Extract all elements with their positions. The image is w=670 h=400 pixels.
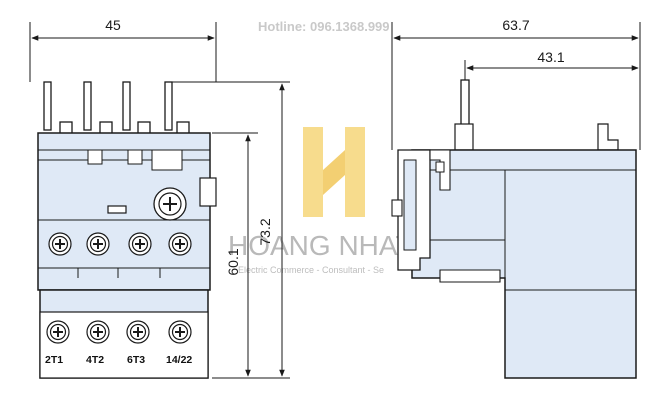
- dimension-height-total-label: 73.2: [257, 218, 273, 245]
- side-body: [411, 149, 637, 379]
- terminal-label: 14/22: [166, 354, 192, 366]
- adjustment-dial: [153, 187, 187, 221]
- front-top-pins: [43, 81, 190, 137]
- side-view: [391, 79, 637, 379]
- watermark: Hotline: 096.1368.999 HOANG NHAT Electri…: [228, 19, 413, 275]
- front-view: 2T1 4T2 6T3 14/22: [37, 81, 217, 379]
- watermark-tagline: Electric Commerce - Consultant - Se: [238, 265, 384, 275]
- terminal-label: 2T1: [45, 354, 63, 366]
- dimension-height-total: [172, 81, 290, 379]
- watermark-brand: HOANG NHAT: [228, 230, 413, 261]
- dimension-height-body-label: 60.1: [225, 248, 241, 275]
- terminal-labels: 2T1 4T2 6T3 14/22: [45, 354, 192, 366]
- trip-indicator: [107, 205, 127, 214]
- dimension-width: [29, 22, 217, 82]
- terminal-label: 4T2: [86, 354, 104, 366]
- dimension-height-body: [212, 132, 258, 377]
- terminal-label: 6T3: [127, 354, 145, 366]
- front-side-tab: [199, 177, 217, 207]
- dimension-depth-total: [391, 22, 641, 150]
- watermark-hotline: Hotline: 096.1368.999: [258, 19, 390, 34]
- watermark-logo: [303, 127, 365, 217]
- dimension-depth-partial-label: 43.1: [537, 49, 564, 65]
- dimension-depth-total-label: 63.7: [502, 17, 529, 33]
- dimension-depth-partial: [464, 60, 639, 80]
- dimension-width-label: 45: [105, 17, 121, 33]
